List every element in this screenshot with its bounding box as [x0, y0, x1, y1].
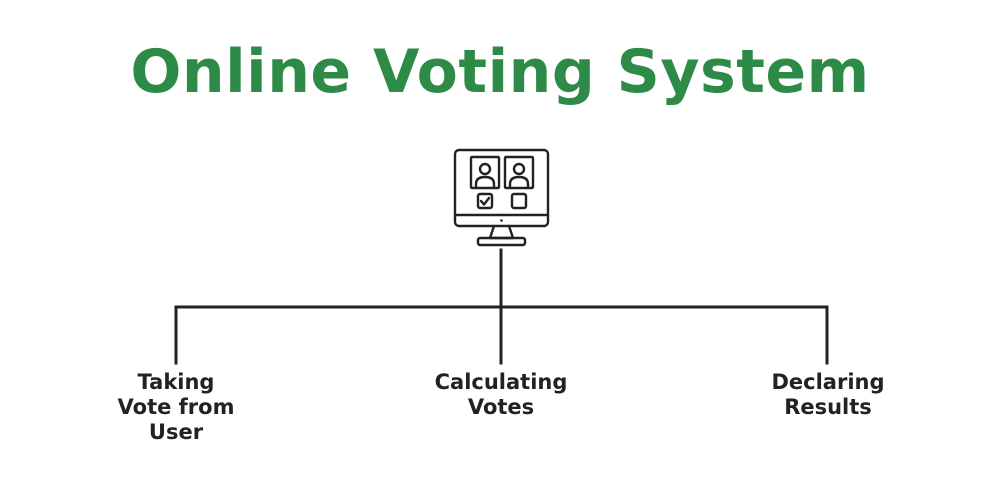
tree-connectors — [174, 248, 829, 365]
branch-label-declaring-results: Declaring Results — [771, 370, 885, 419]
branch-label-calculating-votes: Calculating Votes — [434, 370, 568, 419]
branch-label-taking-vote: Taking Vote from User — [117, 370, 235, 444]
diagram-title: Online Voting System — [130, 37, 870, 107]
voting-computer-icon — [453, 148, 550, 247]
